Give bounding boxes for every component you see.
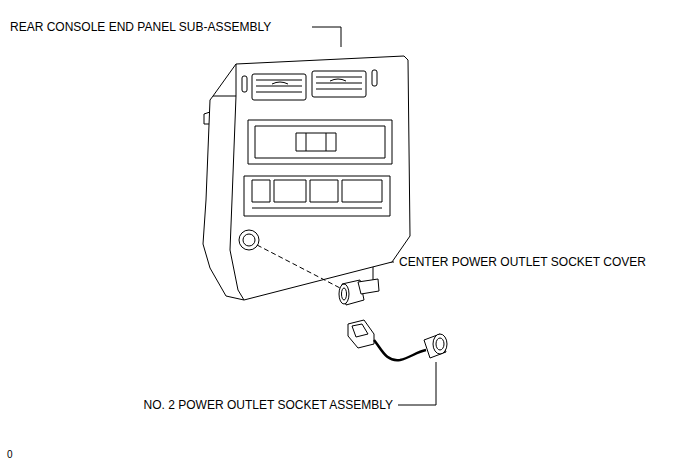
leader-line [398, 362, 436, 405]
socket-cover [339, 279, 379, 305]
figure-code: 0 [6, 448, 14, 462]
power-outlet-socket [348, 320, 447, 360]
part-name: REAR CONSOLE END PANEL SUB-ASSEMBLY [9, 20, 272, 34]
part-name: NO. 2 POWER OUTLET SOCKET ASSEMBLY [143, 398, 394, 412]
part-name: CENTER POWER OUTLET SOCKET COVER [398, 255, 647, 269]
leader-line [312, 27, 341, 47]
console-end-panel [203, 56, 410, 300]
assembly-guide [257, 245, 342, 289]
